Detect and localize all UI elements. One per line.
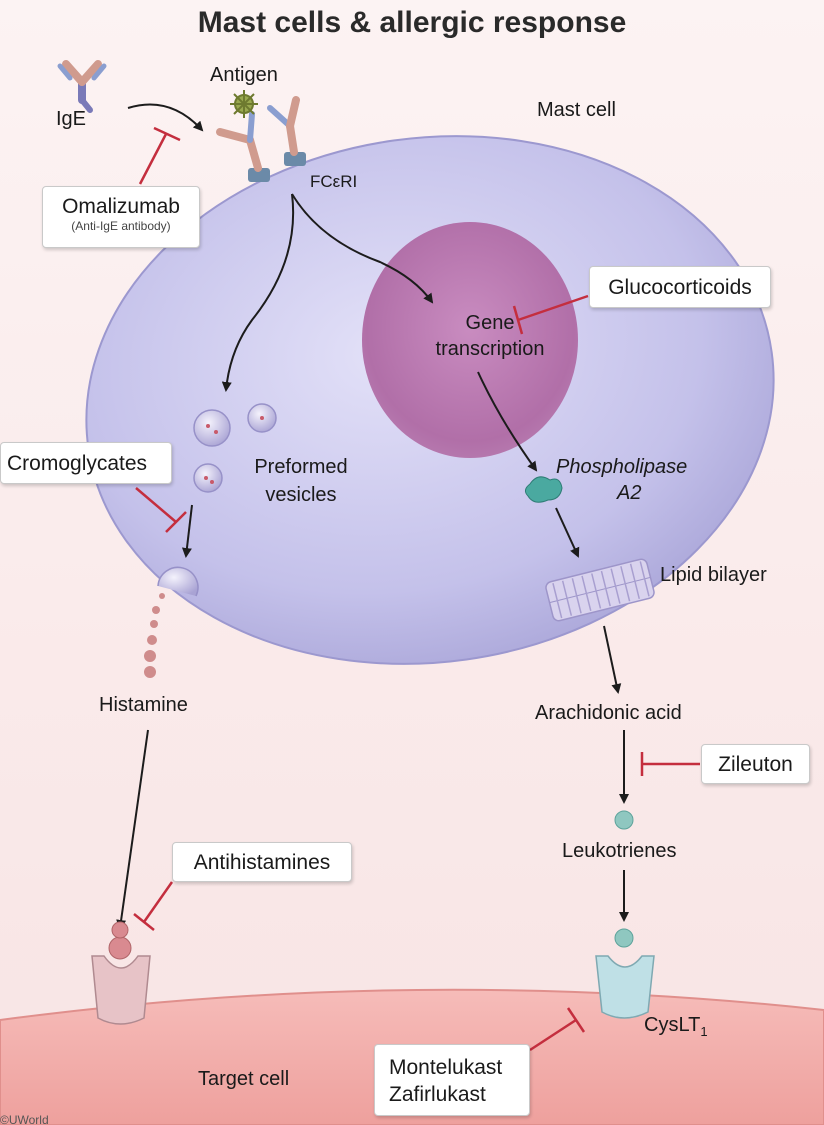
zileuton-box: Zileuton [701, 744, 810, 784]
arrow-vesicle-release [181, 504, 193, 558]
leukotrienes-label: Leukotrienes [562, 840, 677, 862]
inhibit-glucocorticoids [512, 294, 589, 335]
diagram-title: Mast cells & allergic response [197, 6, 627, 39]
nucleus [362, 222, 578, 458]
arrow-receptor-to-gene [291, 193, 434, 304]
gene-label-line2: transcription [435, 338, 545, 360]
mast-cell-label: Mast cell [537, 99, 616, 121]
leukotriene-bound-icon [614, 928, 634, 948]
arrow-ige-to-receptor [127, 103, 204, 132]
target-cell-label: Target cell [198, 1068, 290, 1090]
cromoglycates-box: Cromoglycates [0, 442, 172, 484]
arrow-gene-to-phospholipase [477, 371, 538, 472]
copyright-label: ©UWorld [0, 1113, 49, 1125]
omalizumab-label: Omalizumab [62, 195, 180, 218]
receptor-label: FCεRI [310, 172, 358, 191]
arachidonic-acid-label: Arachidonic acid [535, 702, 682, 724]
omalizumab-note: (Anti-IgE antibody) [71, 219, 171, 233]
omalizumab-box: Omalizumab (Anti-IgE antibody) [42, 186, 200, 248]
antigen-label: Antigen [210, 64, 278, 86]
vesicles-label-line2: vesicles [265, 484, 337, 506]
cyslt1-receptor-icon [595, 955, 655, 1019]
inhibit-zileuton [640, 752, 700, 776]
degranulating-vesicle-icon [157, 566, 199, 597]
inhibit-omalizumab [138, 126, 181, 185]
inhibit-cromoglycates [135, 487, 187, 533]
lipid-bilayer-icon [545, 558, 655, 622]
lipid-bilayer-label: Lipid bilayer [660, 564, 767, 586]
zafirlukast-label: Zafirlukast [389, 1083, 486, 1106]
arrow-receptor-to-vesicles [221, 193, 295, 392]
histamine-label: Histamine [99, 694, 188, 716]
phospholipase-label-line1: Phospholipase [556, 456, 688, 478]
arrow-phospholipase-to-bilayer [555, 507, 580, 558]
phospholipase-label-line2: A2 [617, 482, 642, 504]
montelukast-label: Montelukast [389, 1056, 503, 1079]
antihistamines-box: Antihistamines [172, 842, 352, 882]
phospholipase-a2-icon [524, 476, 563, 503]
gene-label-line1: Gene [465, 312, 515, 334]
arrow-bilayer-to-arachidonic [603, 625, 622, 694]
cyslt1-label: CysLT1 [644, 1014, 708, 1039]
receptor-bound-ige-icon [216, 96, 306, 182]
preformed-vesicles-icon [193, 403, 277, 493]
glucocorticoids-box: Glucocorticoids [589, 266, 771, 308]
antigen-icon [230, 90, 258, 118]
inhibit-antihistamines [133, 881, 174, 931]
inhibit-montelukast [529, 1007, 586, 1052]
histamine-granules-icon [144, 593, 165, 678]
vesicles-label-line1: Preformed [254, 456, 348, 478]
ige-label: IgE [56, 108, 87, 130]
histamine-receptor-icon [91, 921, 151, 1025]
montelukast-zafirlukast-box: Montelukast Zafirlukast [374, 1044, 530, 1116]
ige-antibody-icon [57, 60, 107, 113]
arrow-histamine-to-receptor [116, 729, 149, 930]
leukotriene-molecule-icon [614, 810, 634, 830]
